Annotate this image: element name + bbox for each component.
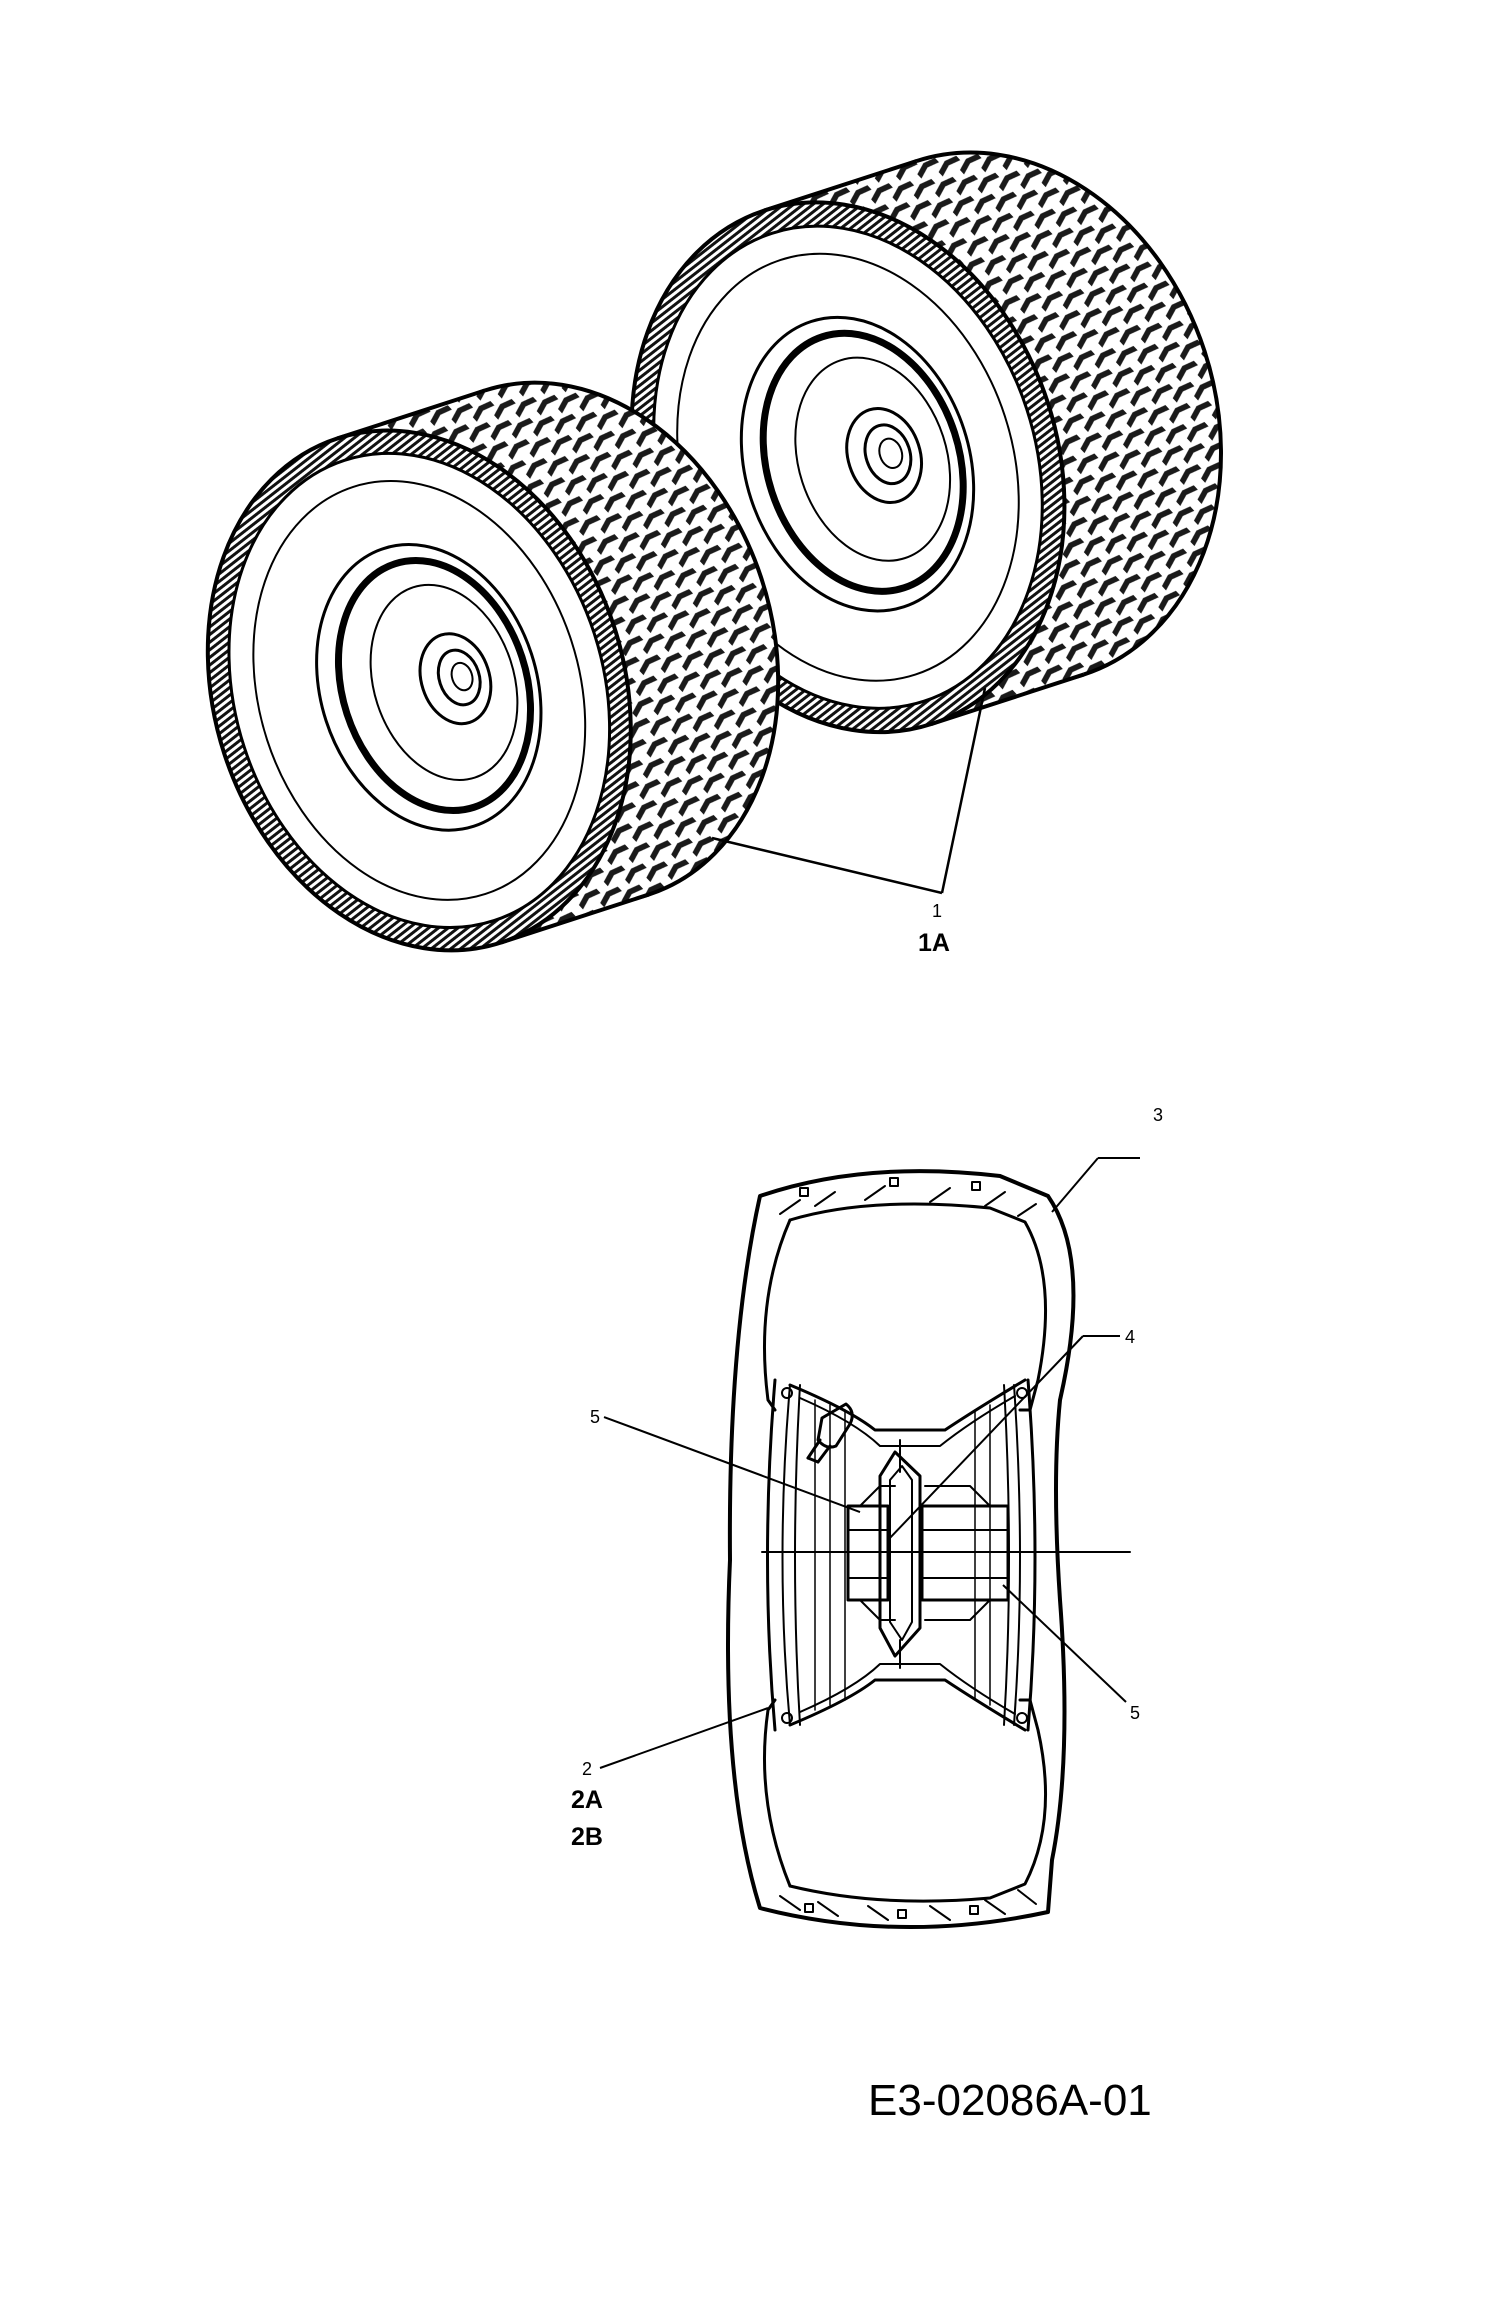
wheel-cross-section [726,1169,1131,1930]
callout-5-right-number: 5 [1130,1703,1141,1723]
callout-2a-label: 2A [571,1786,603,1814]
section-leaders [599,1157,1140,1769]
callout-1-number: 1 [932,901,943,921]
callout-3-number: 3 [1153,1105,1164,1125]
callout-2b-label: 2B [571,1823,603,1851]
callout-1a-label: 1A [918,929,950,957]
wheel-front [205,380,781,953]
document-code: E3-02086A-01 [868,2076,1152,2125]
leader-1 [711,687,987,895]
callout-4-number: 4 [1125,1327,1136,1347]
callout-2-number: 2 [582,1759,593,1779]
callout-5-left-number: 5 [590,1407,601,1427]
